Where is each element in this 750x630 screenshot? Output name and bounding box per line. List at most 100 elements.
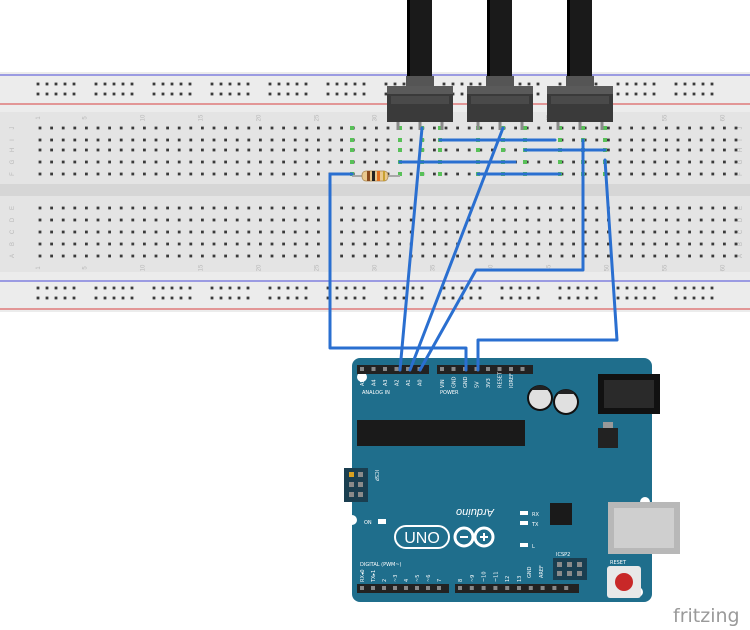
breadboard-hole <box>398 218 401 222</box>
breadboard-hole <box>177 230 181 234</box>
breadboard-hole <box>119 206 123 210</box>
rail-hole <box>237 296 241 300</box>
rail-hole <box>72 82 76 86</box>
breadboard-hole <box>583 126 587 130</box>
connected-hole <box>398 148 402 152</box>
rail-hole <box>420 286 424 290</box>
rail-hole <box>103 286 107 290</box>
breadboard-hole <box>502 206 506 210</box>
breadboard-hole <box>560 230 564 234</box>
breadboard-hole <box>665 242 668 246</box>
breadboard-hole <box>641 148 645 152</box>
wire-pot1-to-a2 <box>398 126 424 372</box>
rail-hole <box>237 286 241 290</box>
column-number: 10 <box>140 114 146 121</box>
breadboard-hole <box>340 138 343 142</box>
breadboard-hole <box>166 242 169 246</box>
row-letter: G <box>738 159 744 164</box>
breadboard-hole <box>479 230 483 234</box>
potentiometer-2[interactable] <box>467 0 533 130</box>
breadboard-hole <box>386 138 390 142</box>
breadboard-hole <box>143 126 146 130</box>
regulator-tab <box>603 422 613 428</box>
breadboard-hole <box>491 126 494 130</box>
rail-hole <box>469 286 473 290</box>
breadboard-hole <box>688 254 691 258</box>
connected-hole <box>523 160 527 164</box>
breadboard-hole <box>409 206 413 210</box>
breadboard-hole <box>514 230 517 234</box>
breadboard-hole <box>166 148 169 152</box>
breadboard-hole <box>282 172 285 176</box>
breadboard-hole <box>723 172 726 176</box>
breadboard-hole <box>61 172 65 176</box>
pin-label: 5V <box>475 381 481 388</box>
breadboard-hole <box>73 230 77 234</box>
icsp-pin <box>349 482 354 487</box>
breadboard-hole <box>711 138 715 142</box>
breadboard-hole <box>699 148 703 152</box>
breadboard-hole <box>131 206 135 210</box>
breadboard-hole <box>467 126 471 130</box>
breadboard-hole <box>386 254 390 258</box>
breadboard-hole <box>143 242 146 246</box>
breadboard-hole <box>676 218 680 222</box>
breadboard-hole <box>85 218 88 222</box>
rail-hole <box>152 296 156 300</box>
breadboard-hole <box>189 160 193 164</box>
breadboard-hole <box>375 148 378 152</box>
breadboard-hole <box>259 126 262 130</box>
icsp-pins <box>349 472 363 497</box>
breadboard-hole <box>189 218 193 222</box>
breadboard-hole <box>270 230 274 234</box>
breadboard-hole <box>85 126 88 130</box>
breadboard-hole <box>154 126 158 130</box>
breadboard-hole <box>351 254 355 258</box>
breadboard-hole <box>305 126 309 130</box>
breadboard-hole <box>61 254 65 258</box>
reset-button[interactable] <box>615 573 633 591</box>
potentiometer-1[interactable] <box>387 0 453 130</box>
breadboard-hole <box>572 230 575 234</box>
shaft-ridge <box>567 0 570 82</box>
icsp2-pin <box>577 571 582 576</box>
breadboard-hole <box>607 172 610 176</box>
breadboard-hole <box>259 138 262 142</box>
rail-hole <box>344 286 348 290</box>
breadboard-hole <box>224 172 227 176</box>
rail-hole <box>353 82 357 86</box>
breadboard-hole <box>525 242 529 246</box>
breadboard-hole <box>653 218 657 222</box>
rail-hole <box>161 82 165 86</box>
row-letter: I <box>10 139 16 141</box>
header-pin <box>371 367 376 371</box>
breadboard-hole <box>73 172 77 176</box>
breadboard-hole <box>201 254 204 258</box>
breadboard-hole <box>711 218 715 222</box>
breadboard-hole <box>143 218 146 222</box>
breadboard-hole <box>549 230 552 234</box>
breadboard-hole <box>409 172 413 176</box>
breadboard-hole <box>119 138 123 142</box>
breadboard-hole <box>630 254 633 258</box>
breadboard-hole <box>50 230 53 234</box>
potentiometer-3[interactable] <box>547 0 613 130</box>
breadboard-hole <box>641 160 645 164</box>
tx-led <box>520 521 528 525</box>
breadboard-hole <box>340 126 343 130</box>
rail-hole <box>594 82 598 86</box>
rail-hole <box>643 92 647 96</box>
rail-hole <box>36 296 40 300</box>
rail-hole <box>268 82 272 86</box>
breadboard-hole <box>665 218 668 222</box>
breadboard-hole <box>293 172 297 176</box>
resistor-band-2 <box>372 171 375 181</box>
column-number: 15 <box>198 264 204 271</box>
breadboard-hole <box>641 242 645 246</box>
breadboard-hole <box>259 242 262 246</box>
rail-hole <box>567 296 571 300</box>
arduino-brand-text: Arduino <box>456 506 495 518</box>
breadboard-hole <box>398 206 401 210</box>
rail-hole <box>277 296 281 300</box>
